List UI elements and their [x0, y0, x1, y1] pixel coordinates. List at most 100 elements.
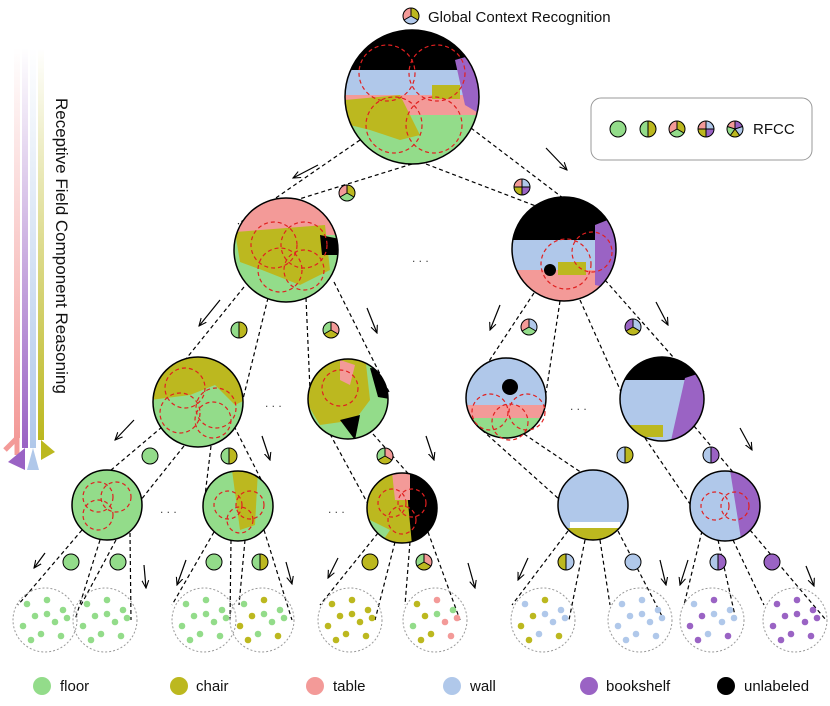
- leaf-point: [777, 636, 785, 644]
- legend-item-table: table: [306, 677, 366, 695]
- leaf-point: [724, 632, 732, 640]
- leaf-point: [421, 612, 429, 620]
- rfcc-label: RFCC: [753, 121, 795, 138]
- leaf-point: [409, 622, 417, 630]
- title-text: Global Context Recognition: [428, 9, 611, 26]
- leaf-point: [103, 610, 111, 618]
- leaf-point: [57, 632, 65, 640]
- leaf-point: [626, 612, 634, 620]
- leaf-point: [618, 600, 626, 608]
- leaf-point: [441, 618, 449, 626]
- leaf-point: [427, 630, 435, 638]
- leaf-point: [182, 600, 190, 608]
- rfcc-icon-4: [697, 120, 715, 138]
- leaf-point: [260, 596, 268, 604]
- svg-text:table: table: [333, 678, 366, 695]
- leaf-point: [718, 618, 726, 626]
- leaf-point: [280, 614, 288, 622]
- leaf-point: [248, 612, 256, 620]
- leaf-point: [632, 630, 640, 638]
- leaf-point: [79, 622, 87, 630]
- leaf-point: [27, 636, 35, 644]
- leaf-point: [447, 632, 455, 640]
- leaf-point: [614, 622, 622, 630]
- legend-item-unlabeled: unlabeled: [717, 677, 809, 695]
- leaf-point: [793, 610, 801, 618]
- leaf-point: [111, 618, 119, 626]
- leaf-point: [328, 600, 336, 608]
- leaf-point: [31, 612, 39, 620]
- leaf-point: [555, 632, 563, 640]
- leaf-point: [698, 612, 706, 620]
- leaf-point: [51, 618, 59, 626]
- leaf-point: [332, 636, 340, 644]
- leaf-point: [453, 614, 461, 622]
- svg-text:. . .: . . .: [412, 251, 429, 265]
- scene-node-level3-d: [557, 469, 629, 541]
- scene-node-level2-a: [152, 356, 244, 448]
- leaf-point: [324, 622, 332, 630]
- leaf-point: [726, 606, 734, 614]
- rfcc-icon-5: [726, 120, 744, 138]
- leaf-point: [178, 622, 186, 630]
- legend-swatch-bookshelf: [580, 677, 598, 695]
- legend-swatch-floor: [33, 677, 51, 695]
- level4-markers: [62, 553, 781, 571]
- legend-swatch-wall: [443, 677, 461, 695]
- leaf-point: [417, 636, 425, 644]
- leaf-point: [123, 614, 131, 622]
- rfcc-icon-1: [609, 120, 627, 138]
- leaf-point: [809, 606, 817, 614]
- rfcc-icon-2: [639, 120, 657, 138]
- leaf-point: [342, 630, 350, 638]
- leaf-point: [541, 610, 549, 618]
- leaf-point: [521, 600, 529, 608]
- leaf-point: [813, 614, 821, 622]
- leaf-point: [557, 606, 565, 614]
- scene-node-root: [344, 29, 480, 165]
- leaf-point: [216, 632, 224, 640]
- leaf-point: [801, 618, 809, 626]
- leaf-point: [793, 596, 801, 604]
- scene-node-level1-left: [233, 197, 339, 303]
- svg-text:. . .: . . .: [265, 396, 282, 410]
- leaf-point: [43, 596, 51, 604]
- leaf-point: [773, 600, 781, 608]
- legend-item-chair: chair: [170, 677, 229, 695]
- leaf-point: [622, 636, 630, 644]
- class-legend: floor chair table wall bookshelf unlabel…: [33, 677, 809, 695]
- ellipsis-markers: . . . . . . . . . . . . . . .: [160, 251, 587, 516]
- svg-text:chair: chair: [196, 678, 229, 695]
- leaf-point: [646, 618, 654, 626]
- leaf-point: [549, 618, 557, 626]
- leaf-point: [97, 630, 105, 638]
- svg-text:unlabeled: unlabeled: [744, 678, 809, 695]
- legend-swatch-unlabeled: [717, 677, 735, 695]
- leaf-point: [710, 610, 718, 618]
- leaf-point: [336, 612, 344, 620]
- leaf-point: [413, 600, 421, 608]
- receptive-field-arrows: [3, 48, 55, 470]
- leaf-point: [433, 610, 441, 618]
- leaf-point: [59, 606, 67, 614]
- scene-node-level2-c: [465, 357, 547, 441]
- leaf-point: [535, 630, 543, 638]
- scene-node-level3-e: [689, 470, 761, 542]
- svg-text:floor: floor: [60, 678, 89, 695]
- scene-node-level2-d: [619, 356, 705, 442]
- leaf-point: [638, 610, 646, 618]
- leaf-point: [710, 596, 718, 604]
- leaf-point: [63, 614, 71, 622]
- leaf-point: [690, 600, 698, 608]
- legend-item-wall: wall: [443, 677, 496, 695]
- leaf-point: [268, 618, 276, 626]
- leaf-point: [274, 632, 282, 640]
- rfcc-legend-box: RFCC: [590, 97, 813, 161]
- svg-text:. . .: . . .: [328, 502, 345, 516]
- leaf-point: [525, 636, 533, 644]
- leaf-point: [807, 632, 815, 640]
- leaf-point: [254, 630, 262, 638]
- leaf-point: [541, 596, 549, 604]
- leaf-point: [186, 636, 194, 644]
